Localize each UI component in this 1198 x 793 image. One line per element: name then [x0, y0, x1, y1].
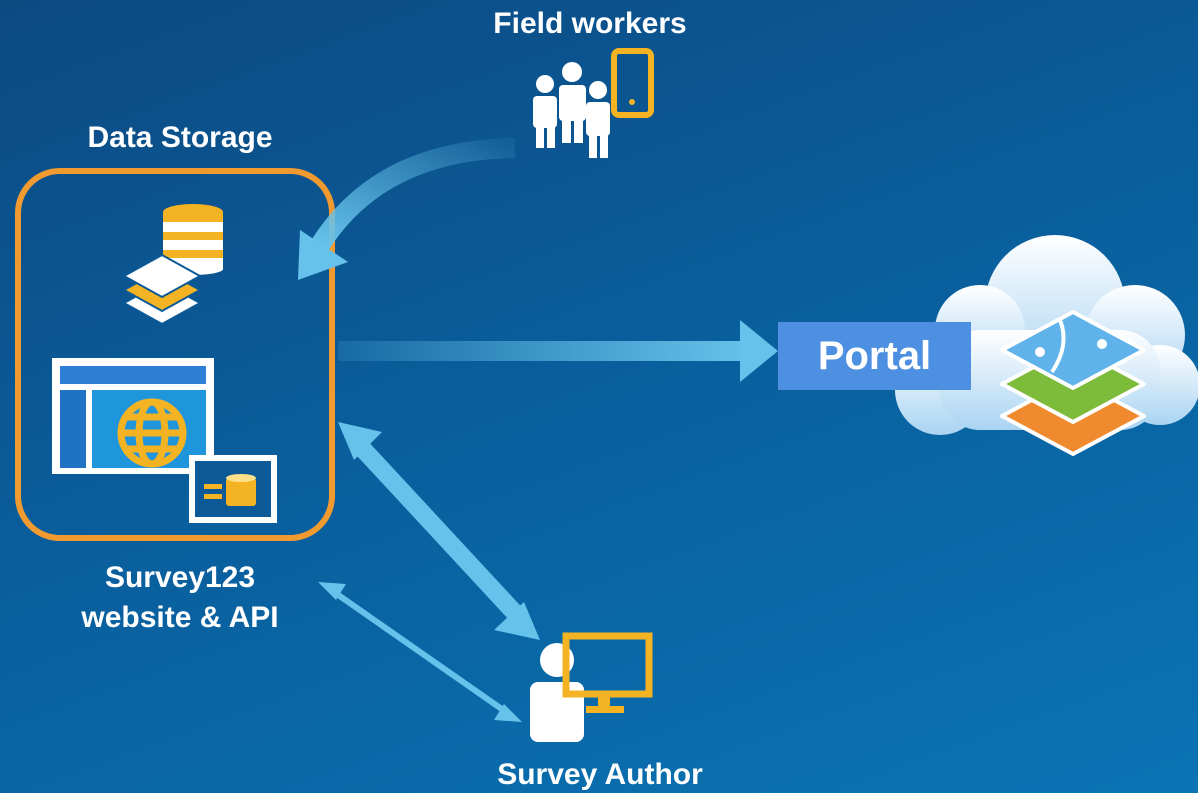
map-layers-icon [1000, 310, 1146, 456]
storage-author-thick-arrow [338, 422, 540, 640]
field-workers-label: Field workers [493, 7, 687, 40]
portal-label: Portal [778, 322, 971, 390]
survey-author-label: Survey Author [497, 758, 703, 791]
database-icon [163, 204, 223, 275]
data-storage-box [15, 168, 335, 541]
field-workers-icon [533, 62, 610, 158]
website-api-label: website & API [81, 601, 279, 634]
data-storage-label: Data Storage [87, 121, 273, 154]
layers-icon [121, 253, 203, 326]
storage-to-portal-arrow [338, 320, 778, 382]
mobile-phone-icon [611, 48, 654, 118]
field-to-storage-arrow [298, 138, 516, 280]
data-table-icon [189, 455, 277, 523]
website-author-thin-arrow [318, 582, 522, 722]
web-app-globe-icon [52, 358, 214, 474]
survey123-label: Survey123 [104, 561, 256, 594]
monitor-icon [562, 632, 653, 713]
